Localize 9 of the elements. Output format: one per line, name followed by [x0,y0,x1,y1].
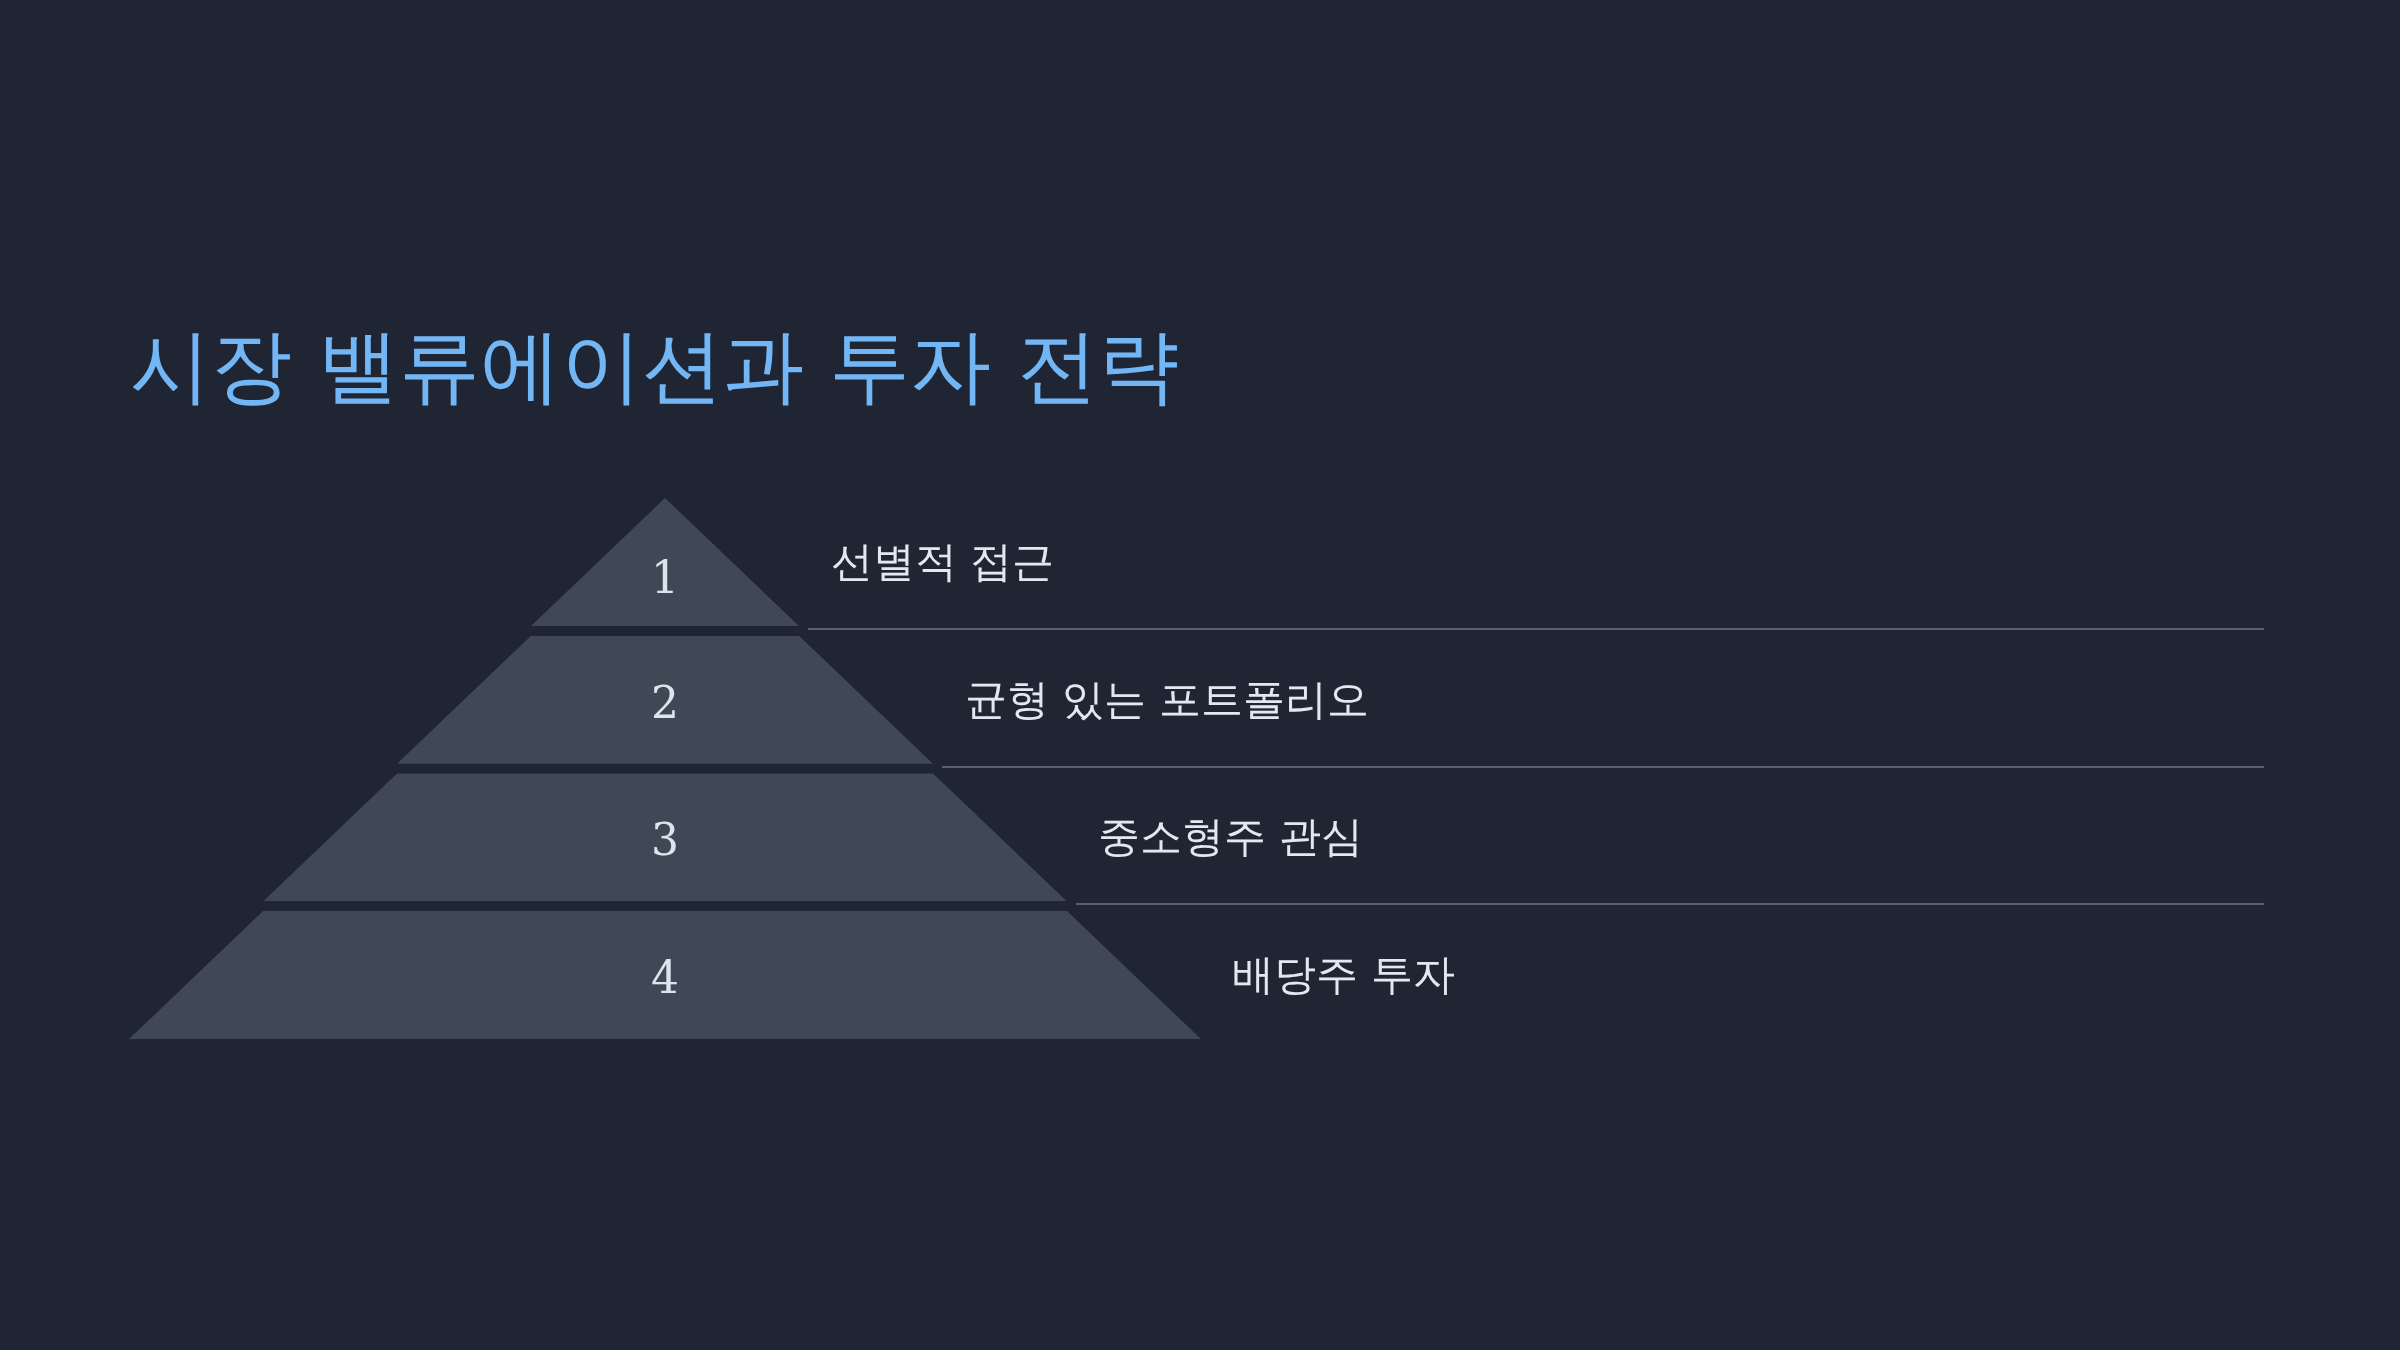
tier-label: 균형 있는 포트폴리오 [964,674,1370,725]
tier-number: 1 [651,556,679,600]
tier-label: 선별적 접근 [831,536,1055,588]
title: 시장 밸류에이션과 투자 전략 [130,322,1180,412]
tier-number: 2 [651,680,679,725]
tier-number: 3 [651,818,679,863]
tier-label: 중소형주 관심 [1098,812,1364,863]
tier-label: 배당주 투자 [1231,949,1455,1001]
tier-number: 4 [651,956,679,1001]
